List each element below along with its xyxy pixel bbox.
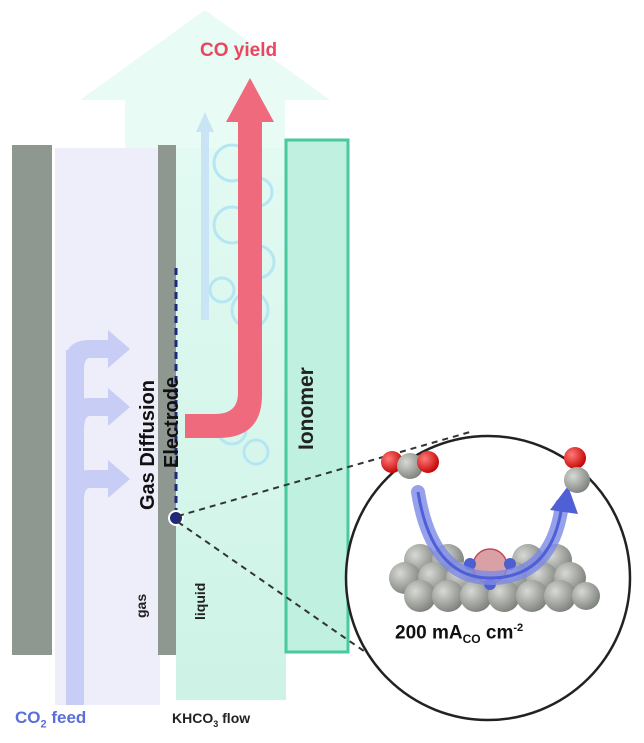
left-plate [12, 145, 52, 655]
gas-label: gas [133, 593, 149, 618]
co2-feed-sub: 2 [40, 718, 47, 731]
zoom-line-top [177, 431, 471, 517]
khco3-prefix: KHCO [172, 710, 214, 726]
khco3-sub: 3 [213, 718, 219, 729]
zoom-origin-dot [168, 510, 184, 526]
ionomer-slab [284, 138, 350, 654]
liquid-label: liquid [192, 582, 208, 620]
current-sub: CO [462, 632, 481, 647]
co-yield-label: CO yield [200, 40, 278, 61]
khco3-suffix: flow [218, 710, 251, 726]
current-value: 200 mA [395, 622, 463, 644]
co-yield-arrow [185, 78, 274, 438]
co2-feed-suffix: feed [46, 708, 87, 727]
co2-molecule-icon [381, 451, 439, 479]
reaction-arrow [411, 485, 578, 586]
gas-diffusion-line1: Gas Diffusion [137, 379, 159, 510]
co2-feed-prefix: CO [15, 708, 41, 727]
co-molecule-icon [564, 447, 590, 493]
gas-diffusion-electrode-label: Gas Diffusion Electrode [136, 377, 184, 510]
current-unit: cm [480, 622, 514, 644]
gde-plate [158, 145, 176, 655]
khco3-flow-label: KHCO3 flow [172, 710, 250, 729]
bubble-stream-arrow [196, 112, 214, 320]
co2-feed-label: CO2 feed [15, 708, 86, 730]
co2-feed-arrows [66, 330, 130, 705]
gas-diffusion-line2: Electrode [161, 376, 183, 468]
current-sup: -2 [513, 622, 524, 634]
ionomer-label: Ionomer [295, 367, 318, 450]
current-density-label: 200 mACO cm-2 [395, 622, 523, 646]
